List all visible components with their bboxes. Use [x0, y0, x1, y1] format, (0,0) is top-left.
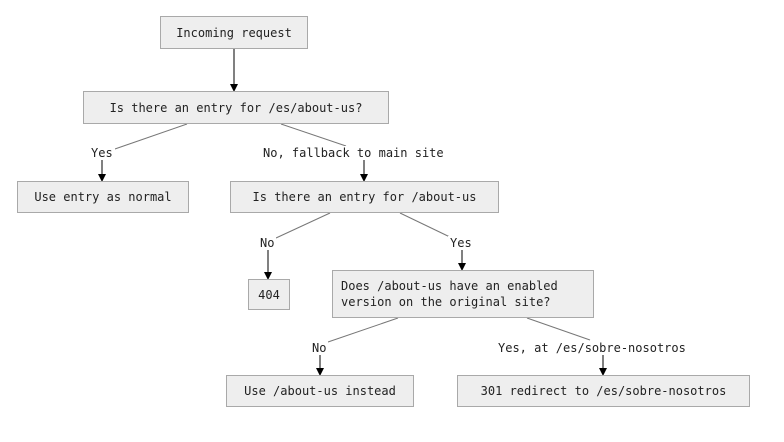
edge-label-yes-enabled: Yes	[448, 236, 474, 250]
edge-label-no-404: No	[258, 236, 277, 250]
connector-enabled-no	[327, 317, 399, 343]
node-301-redirect: 301 redirect to /es/sobre-nosotros	[457, 375, 750, 407]
connector-entry-about-no	[275, 212, 331, 239]
edge-label-no-use-about: No	[310, 341, 329, 355]
node-incoming-request: Incoming request	[160, 16, 308, 49]
node-use-entry-as-normal: Use entry as normal	[17, 181, 189, 213]
node-404: 404	[248, 279, 290, 310]
node-entry-about-us: Is there an entry for /about-us	[230, 181, 499, 213]
edge-label-yes-redirect: Yes, at /es/sobre-nosotros	[496, 341, 688, 355]
connector-entry-es-yes	[111, 123, 188, 151]
connector-enabled-yes	[526, 317, 591, 341]
connector-entry-about-yes	[399, 212, 453, 239]
node-entry-es-about-us: Is there an entry for /es/about-us?	[83, 91, 389, 124]
node-enabled-version: Does /about-us have an enabled version o…	[332, 270, 594, 318]
node-use-about-us-instead: Use /about-us instead	[226, 375, 414, 407]
edge-label-no-fallback: No, fallback to main site	[261, 146, 446, 160]
edge-label-yes-use-entry: Yes	[89, 146, 115, 160]
connector-entry-es-no	[280, 123, 347, 147]
